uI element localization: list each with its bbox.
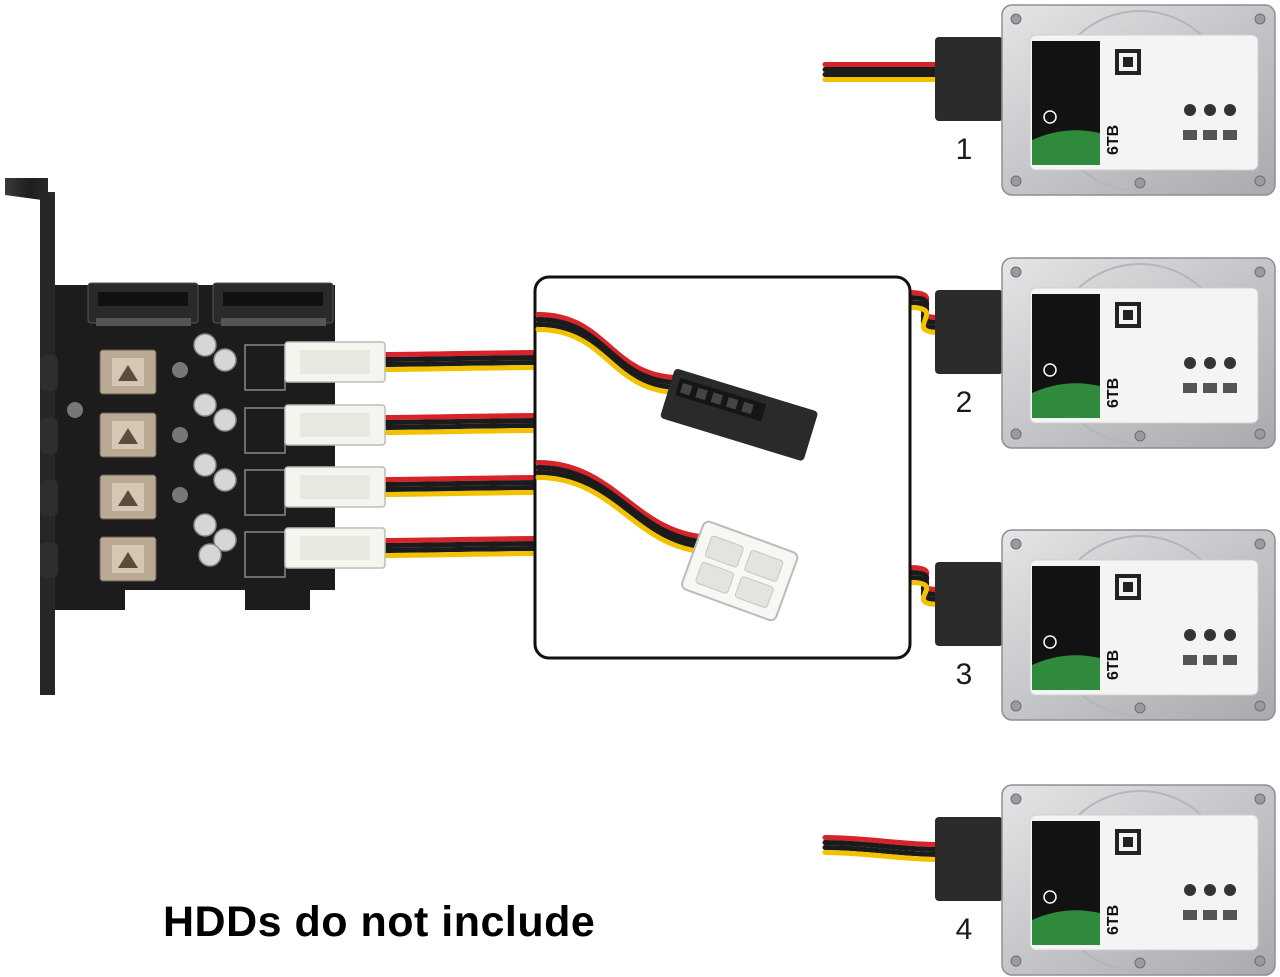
- drive-number-label: 1: [955, 133, 973, 166]
- sata-power-plug: [935, 817, 1003, 901]
- drive-capacity-label: 6TB: [1105, 125, 1122, 155]
- capacitor: [213, 468, 237, 492]
- hard-drive: 6TB: [1001, 784, 1276, 976]
- card-power-cables: [377, 350, 540, 558]
- capacitor: [213, 408, 237, 432]
- toggle-switch: [40, 355, 58, 391]
- cable-detail-box: [533, 275, 912, 660]
- capacitor: [193, 333, 217, 357]
- capacitor: [213, 348, 237, 372]
- hard-drive: 6TB: [1001, 4, 1276, 196]
- drive-capacity-label: 6TB: [1105, 378, 1122, 408]
- sata-power-plug: [935, 562, 1003, 646]
- drive-number-label: 2: [955, 386, 973, 419]
- sata-power-connector: [660, 368, 818, 461]
- capacitor: [213, 528, 237, 552]
- hard-drive: 6TB: [1001, 529, 1276, 721]
- toggle-switch: [40, 418, 58, 454]
- capacitors: [193, 333, 237, 567]
- drive-number-label: 4: [955, 913, 973, 946]
- drive-power-cables: [822, 61, 943, 862]
- molex-connectors: [284, 341, 386, 569]
- relay: [99, 412, 157, 458]
- sata-power-plug: [935, 37, 1003, 121]
- pcb-board: [55, 282, 335, 610]
- relay: [99, 474, 157, 520]
- toggle-switch: [40, 542, 58, 578]
- caption-text: HDDs do not include: [163, 898, 596, 946]
- four-pin-connector: [681, 520, 799, 622]
- capacitor: [193, 393, 217, 417]
- relay-switches: [40, 344, 286, 582]
- drive-number-label: 3: [955, 658, 973, 691]
- relay: [99, 349, 157, 395]
- hard-drive: 6TB: [1001, 257, 1276, 449]
- capacitor: [193, 453, 217, 477]
- sata-power-plug: [935, 290, 1003, 374]
- toggle-switch: [40, 480, 58, 516]
- hard-drives: 6TB 6TB 6TB 6TB: [935, 4, 1276, 976]
- capacitor: [198, 543, 222, 567]
- capacitor: [193, 513, 217, 537]
- relay: [99, 536, 157, 582]
- drive-capacity-label: 6TB: [1105, 650, 1122, 680]
- drive-capacity-label: 6TB: [1105, 905, 1122, 935]
